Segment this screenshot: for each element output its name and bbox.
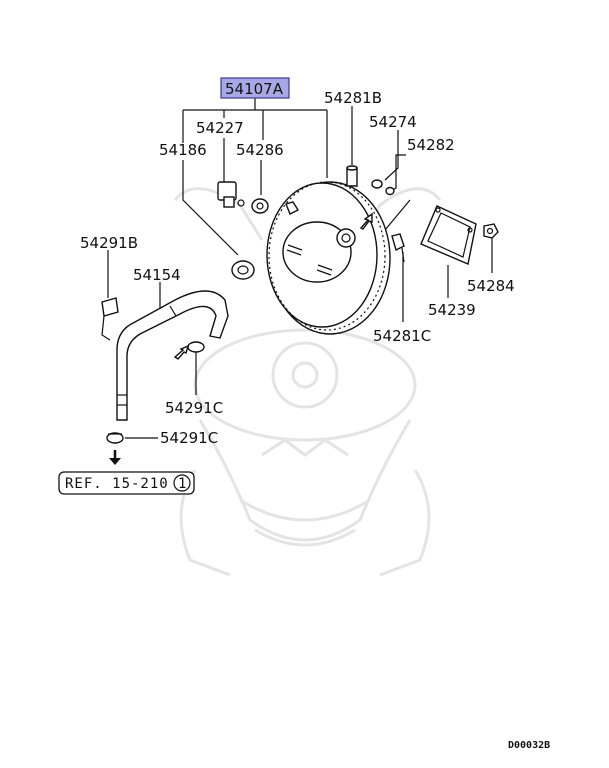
small-rings	[371, 179, 395, 196]
label-54227[interactable]: 54227	[196, 119, 244, 137]
nut	[483, 223, 499, 239]
grommet	[251, 198, 269, 214]
label-54284[interactable]: 54284	[467, 277, 515, 295]
label-54291c-upper[interactable]: 54291C	[165, 399, 223, 417]
check-valve	[217, 181, 245, 208]
reference-box[interactable]: REF. 15-210 1	[58, 471, 195, 495]
watermark-emblem	[173, 187, 442, 577]
reference-circled-number: 1	[178, 476, 187, 492]
label-54186[interactable]: 54186	[159, 141, 207, 159]
label-54274[interactable]: 54274	[369, 113, 417, 131]
leader-lines	[107, 97, 493, 439]
clamp-54291b	[101, 297, 119, 341]
direction-arrows	[109, 212, 373, 465]
clip	[391, 233, 405, 263]
assembly-highlight	[220, 77, 290, 99]
clamp-54291c-upper	[187, 341, 205, 353]
vacuum-hose	[116, 290, 229, 421]
brake-booster	[266, 181, 391, 335]
drawing-code: D00032B	[508, 740, 550, 751]
clamp-54291c-lower	[106, 432, 124, 444]
seal-ring	[231, 260, 255, 280]
label-54291b[interactable]: 54291B	[80, 234, 138, 252]
label-54281b[interactable]: 54281B	[324, 89, 382, 107]
pin	[346, 165, 358, 187]
gasket	[420, 205, 477, 265]
label-54291c-lower[interactable]: 54291C	[160, 429, 218, 447]
reference-text: REF. 15-210	[65, 476, 169, 492]
label-54282[interactable]: 54282	[407, 136, 455, 154]
label-54281c[interactable]: 54281C	[373, 327, 431, 345]
part-labels: 54107A 54227 54186 54286 54281B 54274 54…	[80, 77, 515, 447]
label-54154[interactable]: 54154	[133, 266, 181, 284]
label-54239[interactable]: 54239	[428, 301, 476, 319]
label-54286[interactable]: 54286	[236, 141, 284, 159]
label-54107a[interactable]: 54107A	[225, 80, 284, 98]
